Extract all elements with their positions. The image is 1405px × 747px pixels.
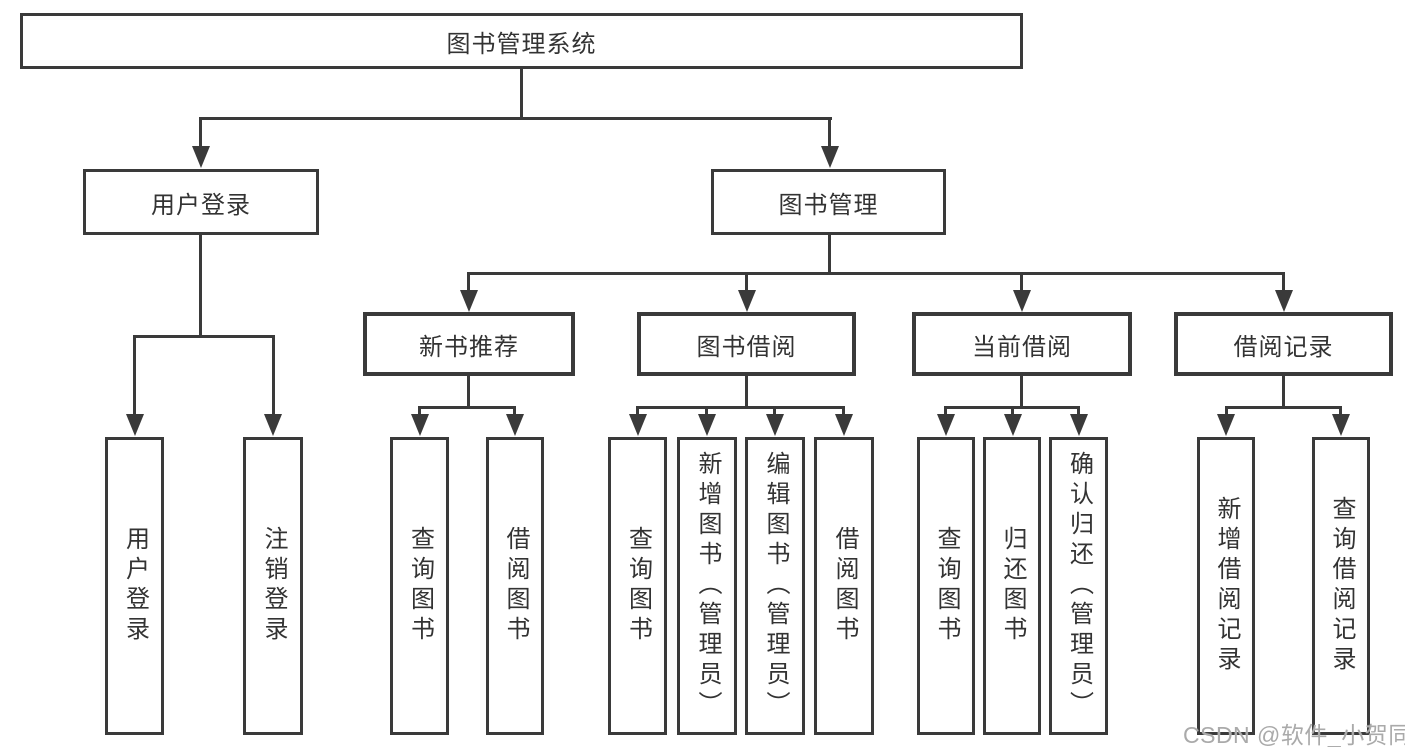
- arrow-down-icon: [1332, 414, 1350, 436]
- leaf-edit-books-admin: 编辑图书（管理员）: [745, 437, 805, 735]
- node-root-system: 图书管理系统: [20, 13, 1023, 69]
- arrow-down-icon: [126, 414, 144, 436]
- connector-hline: [199, 117, 832, 120]
- leaf-add-borrow-record: 新增借阅记录: [1197, 437, 1255, 735]
- arrow-down-icon: [192, 146, 210, 168]
- connector-hline: [418, 406, 516, 409]
- connector-vline: [1011, 406, 1014, 416]
- connector-vline: [745, 376, 748, 409]
- leaf-label: 新增图书（管理员）: [694, 451, 721, 721]
- arrow-down-icon: [411, 414, 429, 436]
- connector-vline: [418, 406, 421, 416]
- connector-hline: [133, 335, 275, 338]
- leaf-query-books-current: 查询图书: [917, 437, 975, 735]
- leaf-query-borrow-record: 查询借阅记录: [1312, 437, 1370, 735]
- arrow-down-icon: [1013, 290, 1031, 312]
- arrow-down-icon: [1004, 414, 1022, 436]
- arrow-down-icon: [1217, 414, 1235, 436]
- node-borrow-records: 借阅记录: [1174, 312, 1393, 376]
- leaf-label: 编辑图书（管理员）: [762, 451, 789, 721]
- leaf-label: 确认归还（管理员）: [1065, 451, 1093, 721]
- connector-hline: [467, 272, 1285, 275]
- connector-vline: [1282, 376, 1285, 409]
- leaf-query-books-recommend: 查询图书: [390, 437, 449, 735]
- connector-vline: [199, 117, 202, 149]
- arrow-down-icon: [821, 146, 839, 168]
- arrow-down-icon: [766, 414, 784, 436]
- leaf-label: 查询图书: [406, 526, 434, 646]
- connector-vline: [828, 235, 831, 275]
- connector-vline: [828, 117, 831, 149]
- node-book-borrowing: 图书借阅: [637, 312, 856, 376]
- leaf-add-books-admin: 新增图书（管理员）: [677, 437, 737, 735]
- connector-vline: [636, 406, 639, 416]
- arrow-down-icon: [698, 414, 716, 436]
- connector-vline: [1282, 272, 1285, 292]
- leaf-label: 用户登录: [121, 526, 149, 646]
- node-new-book-recommend: 新书推荐: [363, 312, 575, 376]
- connector-vline: [1020, 272, 1023, 292]
- leaf-label: 查询图书: [933, 526, 960, 646]
- leaf-label: 借阅图书: [831, 526, 858, 646]
- connector-vline: [133, 335, 136, 416]
- leaf-label: 新增借阅记录: [1213, 496, 1240, 676]
- node-current-borrowing: 当前借阅: [912, 312, 1132, 376]
- leaf-user-login: 用户登录: [105, 437, 164, 735]
- leaf-label: 借阅图书: [502, 526, 529, 646]
- arrow-down-icon: [506, 414, 524, 436]
- connector-vline: [745, 272, 748, 292]
- connector-vline: [773, 406, 776, 416]
- connector-hline: [1225, 406, 1342, 409]
- leaf-label: 查询图书: [624, 526, 652, 646]
- arrow-down-icon: [937, 414, 955, 436]
- node-book-management: 图书管理: [711, 169, 946, 235]
- arrow-down-icon: [629, 414, 647, 436]
- connector-vline: [199, 235, 202, 338]
- connector-vline: [272, 335, 275, 416]
- connector-vline: [944, 406, 947, 416]
- leaf-borrow-books-recommend: 借阅图书: [486, 437, 544, 735]
- arrow-down-icon: [264, 414, 282, 436]
- arrow-down-icon: [835, 414, 853, 436]
- leaf-label: 查询借阅记录: [1328, 496, 1355, 676]
- connector-vline: [1339, 406, 1342, 416]
- leaf-borrow-books: 借阅图书: [814, 437, 874, 735]
- leaf-confirm-return-admin: 确认归还（管理员）: [1049, 437, 1108, 735]
- leaf-query-books-borrowing: 查询图书: [608, 437, 667, 735]
- watermark: CSDN @软件_小贺同学: [1183, 722, 1405, 747]
- connector-vline: [1077, 406, 1080, 416]
- arrow-down-icon: [738, 290, 756, 312]
- connector-vline: [705, 406, 708, 416]
- connector-hline: [636, 406, 845, 409]
- node-user-login: 用户登录: [83, 169, 319, 235]
- connector-vline: [842, 406, 845, 416]
- connector-vline: [467, 272, 470, 292]
- connector-vline: [513, 406, 516, 416]
- arrow-down-icon: [460, 290, 478, 312]
- leaf-logout: 注销登录: [243, 437, 303, 735]
- arrow-down-icon: [1275, 290, 1293, 312]
- leaf-return-books: 归还图书: [983, 437, 1041, 735]
- connector-vline: [520, 67, 523, 119]
- leaf-label: 注销登录: [260, 526, 287, 646]
- connector-vline: [467, 376, 470, 409]
- connector-vline: [1020, 376, 1023, 409]
- connector-vline: [1225, 406, 1228, 416]
- leaf-label: 归还图书: [999, 526, 1026, 646]
- arrow-down-icon: [1070, 414, 1088, 436]
